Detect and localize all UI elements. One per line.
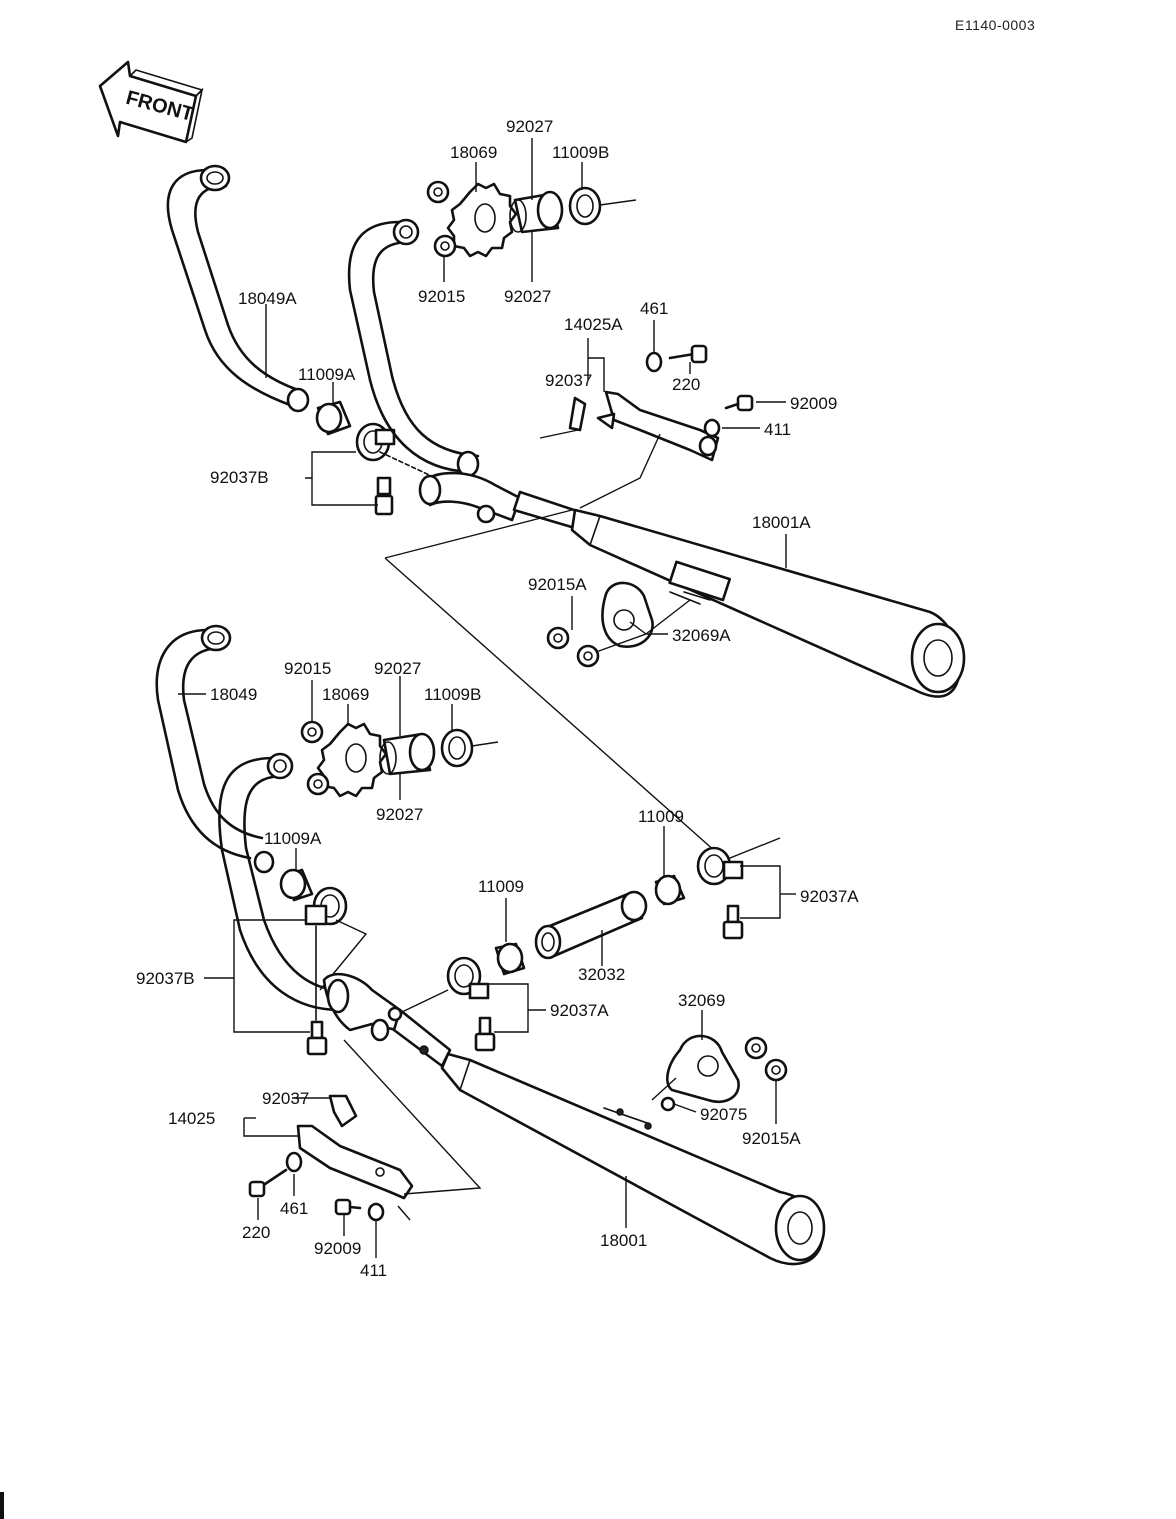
bolt-92009-bottom (334, 1198, 362, 1216)
label-92027-bottom-b: 92027 (376, 805, 423, 824)
washer-461-bottom (285, 1151, 303, 1173)
bolt-220-top (668, 344, 708, 364)
washer-411-bottom (367, 1202, 385, 1222)
label-18001A: 18001A (752, 513, 811, 532)
muffler-18001 (419, 1045, 826, 1266)
bracket-14025 (296, 1094, 414, 1200)
label-11009B-top: 11009B (552, 143, 609, 162)
collar-92027-bottom (379, 732, 436, 776)
header-pipe-18049 (155, 624, 275, 874)
flange-18069-bottom (316, 722, 388, 798)
label-92037A-mid: 92037A (550, 1001, 609, 1020)
collector-joint-bottom (322, 972, 452, 1068)
label-32069: 32069 (678, 991, 725, 1010)
collector-joint-top (418, 471, 582, 530)
diagram-code: E1140-0003 (955, 17, 1035, 33)
label-18001: 18001 (600, 1231, 647, 1250)
plate-32069 (660, 1034, 740, 1112)
label-32032: 32032 (578, 965, 625, 984)
page-edge-mark (0, 1492, 4, 1519)
label-11009B-bottom: 11009B (424, 685, 481, 704)
gasket-11009-right (654, 874, 686, 906)
front-arrow: FRONT (98, 60, 204, 144)
label-92015-top: 92015 (418, 287, 465, 306)
clamp-92037A-mid (401, 956, 496, 1052)
label-411-bottom: 411 (360, 1261, 387, 1280)
label-92027-top-a: 92027 (506, 117, 553, 136)
bracket-14025A (539, 390, 720, 462)
flange-18069-top (446, 182, 518, 258)
clamp-92037A-right (696, 846, 744, 940)
connecting-pipe-32032 (534, 890, 648, 960)
nut-92015A-bottom (744, 1036, 788, 1082)
label-92015A-bottom: 92015A (742, 1129, 801, 1148)
label-92037-bottom: 92037 (262, 1089, 309, 1108)
label-461-bottom: 461 (280, 1199, 308, 1218)
label-18069-bottom: 18069 (322, 685, 369, 704)
washer-411-top (703, 418, 721, 438)
label-220-top: 220 (672, 375, 700, 394)
label-11009-right: 11009 (638, 807, 684, 826)
leaders-top (265, 138, 787, 861)
nut-92015-top (426, 180, 457, 258)
label-220-bottom: 220 (242, 1223, 270, 1242)
label-18049: 18049 (210, 685, 257, 704)
plate-32069A (601, 581, 701, 648)
part-labels: 18049A 11009A 92037B 18069 92027 92027 1… (136, 117, 859, 1280)
bolt-92009-top (724, 394, 754, 412)
label-92037B-bottom: 92037B (136, 969, 195, 988)
label-92075: 92075 (700, 1105, 747, 1124)
label-11009A-bottom: 11009A (264, 829, 322, 848)
label-92027-top-b: 92027 (504, 287, 551, 306)
label-11009-mid: 11009 (478, 877, 524, 896)
label-14025A: 14025A (564, 315, 623, 334)
gasket-11009A-top (315, 400, 352, 436)
label-92037B-top: 92037B (210, 468, 269, 487)
clamp-92037B-top (355, 422, 441, 516)
label-92015-bottom: 92015 (284, 659, 331, 678)
gasket-11009-mid (494, 942, 526, 976)
label-14025: 14025 (168, 1109, 215, 1128)
leaders-bottom (178, 676, 796, 1258)
clamp-92037B-bottom (304, 886, 368, 1056)
upper-exhaust-assembly (166, 138, 966, 861)
label-92037A-right: 92037A (800, 887, 859, 906)
gasket-11009B-top (568, 186, 637, 226)
label-18049A: 18049A (238, 289, 297, 308)
header-pipe-18049A (166, 164, 310, 413)
nut-92015A-top (546, 626, 600, 668)
label-92027-bottom-a: 92027 (374, 659, 421, 678)
label-92009-bottom: 92009 (314, 1239, 361, 1258)
label-92015A-top: 92015A (528, 575, 587, 594)
muffler-18001A (570, 508, 966, 698)
collar-92027-top (509, 190, 564, 234)
label-92009-top: 92009 (790, 394, 837, 413)
label-92037-top: 92037 (545, 371, 592, 390)
label-18069-top: 18069 (450, 143, 497, 162)
label-411-top: 411 (764, 420, 791, 439)
lower-exhaust-assembly (155, 624, 826, 1266)
gasket-11009B-bottom (440, 728, 499, 768)
label-461-top: 461 (640, 299, 668, 318)
label-32069A: 32069A (672, 626, 731, 645)
gasket-11009A-bottom (279, 868, 314, 902)
washer-461-top (645, 351, 663, 373)
label-11009A-top: 11009A (298, 365, 356, 384)
bolt-220-bottom (248, 1168, 288, 1198)
